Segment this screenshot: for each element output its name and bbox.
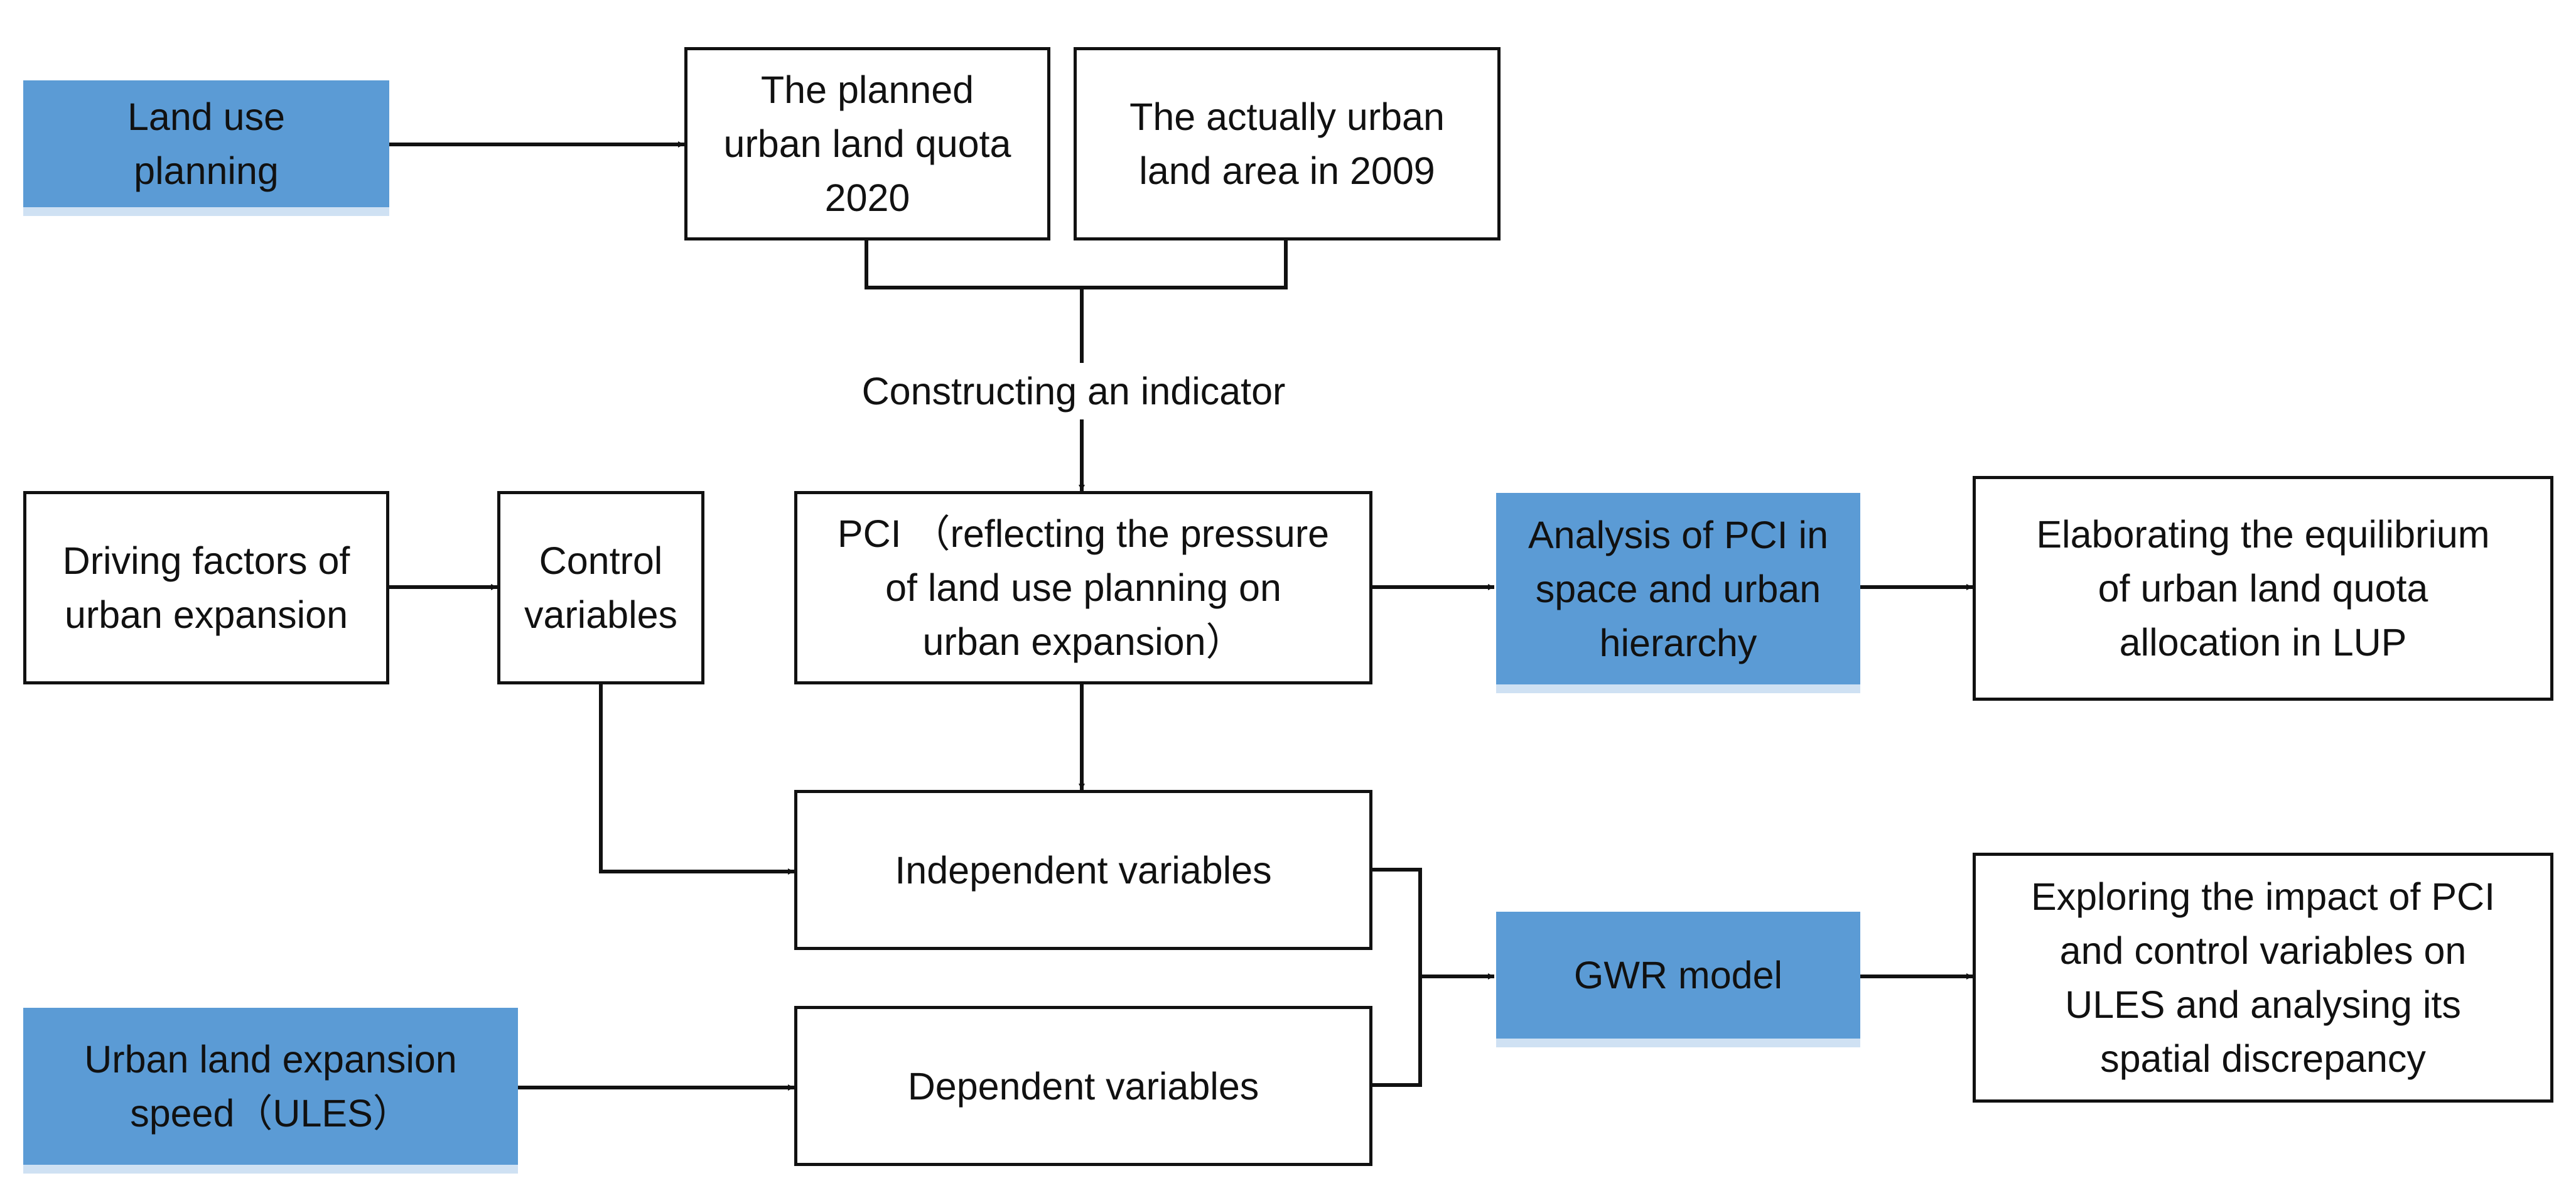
dependent-variables-label: Dependent variables [907, 1064, 1259, 1108]
constructing-indicator-label: Constructing an indicator [779, 363, 1369, 419]
exploring-label: Exploring the impact of PCI and control … [2030, 875, 2496, 1080]
driving-factors-box: Driving factors of urban expansion [23, 491, 389, 684]
independent-variables-box: Independent variables [794, 790, 1372, 950]
arrow-control-to-independent [599, 684, 794, 875]
planned-quota-label: The planned urban land quota 2020 [723, 68, 1011, 219]
connector-independent-gwr [1372, 868, 1422, 1087]
exploring-box: Exploring the impact of PCI and control … [1973, 853, 2553, 1103]
gwr-model-box: GWR model [1496, 912, 1860, 1039]
land-use-planning-label: Land use planning [127, 95, 285, 192]
elaborating-label: Elaborating the equilibrium of urban lan… [2036, 513, 2490, 664]
planned-quota-box: The planned urban land quota 2020 [684, 47, 1050, 240]
control-variables-box: Control variables [497, 491, 704, 684]
analysis-pci-box: Analysis of PCI in space and urban hiera… [1496, 493, 1860, 684]
elaborating-box: Elaborating the equilibrium of urban lan… [1973, 476, 2553, 701]
driving-factors-label: Driving factors of urban expansion [62, 539, 350, 636]
independent-variables-label: Independent variables [895, 848, 1272, 892]
analysis-pci-label: Analysis of PCI in space and urban hiera… [1528, 513, 1829, 664]
ules-label: Urban land expansion speed（ULES） [84, 1038, 457, 1135]
land-use-planning-box: Land use planning [23, 80, 389, 207]
actual-area-box: The actually urban land area in 2009 [1074, 47, 1501, 240]
connector-quota-bracket [865, 239, 1288, 289]
gwr-model-label: GWR model [1573, 954, 1783, 996]
ules-box: Urban land expansion speed（ULES） [23, 1008, 518, 1165]
pci-box: PCI （reflecting the pressure of land use… [794, 491, 1372, 684]
control-variables-label: Control variables [524, 539, 678, 636]
pci-label: PCI （reflecting the pressure of land use… [837, 512, 1330, 663]
dependent-variables-box: Dependent variables [794, 1006, 1372, 1166]
actual-area-label: The actually urban land area in 2009 [1129, 95, 1445, 192]
